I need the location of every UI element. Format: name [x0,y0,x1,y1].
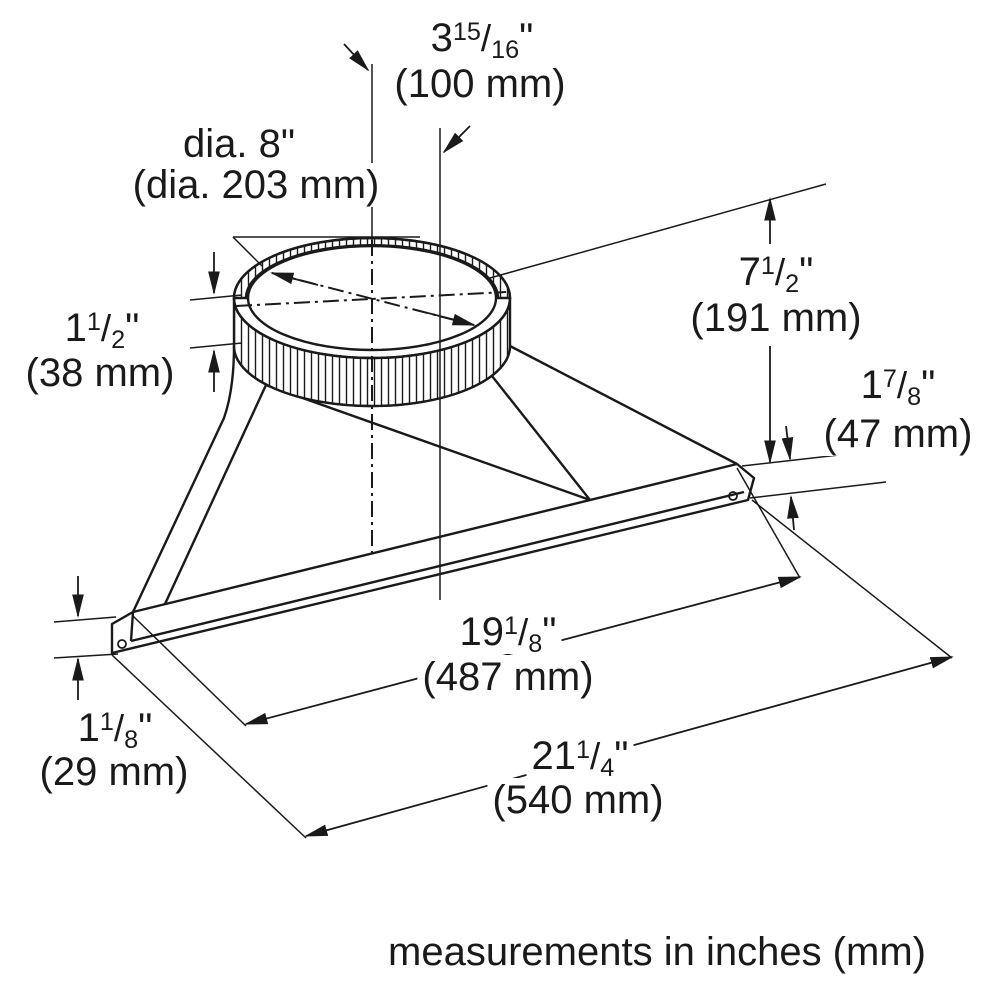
dim-whole: 1 [860,363,883,407]
base-plate-top-edge [132,462,738,614]
units-caption: measurements in inches (mm) [388,930,926,974]
dim-collar-offset-metric: (100 mm) [389,62,571,106]
fraction-separator: / [113,708,125,749]
unit-mark: " [921,363,936,407]
fraction-numerator: 1 [504,612,519,641]
center-axis-horizontal [235,291,507,307]
dim-collar-offset-inch: 315/16" [425,16,539,63]
fraction-separator: / [590,736,601,777]
dim-collar-diameter-metric: (dia. 203 mm) [127,163,385,207]
dim-flange-lip-metric: (47 mm) [818,412,978,456]
arrow-offset-right [442,125,471,154]
dim-whole: 1 [64,306,87,350]
mounting-hole-right [728,491,738,501]
dim-whole: 21 [531,734,577,778]
base-plate-left-face-edge [129,611,135,642]
dim-inner-length-metric: (487 mm) [417,655,599,699]
tick-band-bottom [189,342,243,349]
fraction-numerator: 1 [576,736,591,765]
fraction-denominator: 2 [785,269,800,298]
arrow-diameter-upper [270,272,319,286]
fraction-denominator: 8 [907,382,922,411]
fraction-denominator: 2 [111,325,126,354]
fraction-denominator: 8 [124,725,139,754]
fraction-denominator: 4 [600,753,615,782]
fraction-separator: / [896,365,908,406]
fraction-denominator: 16 [491,35,520,64]
dim-collar-height-metric: (191 mm) [685,296,867,340]
arrow-diameter-lower [427,312,476,326]
ext-outer-right [751,499,953,659]
base-plate-front-edge [130,490,745,643]
dim-whole: 7 [738,250,761,294]
arrow-offset-left [343,43,370,72]
funnel-body-group [110,344,756,655]
dim-whole: 19 [459,610,505,654]
fold-line-left [163,384,268,605]
unit-mark: " [138,706,153,750]
dim-outer-length-inch: 211/4" [526,734,634,781]
dim-flange-lip-inch: 17/8" [855,363,941,410]
fraction-separator: / [518,612,529,653]
fraction-numerator: 1 [760,252,775,281]
dim-collar-height-inch: 71/2" [733,250,819,297]
unit-mark: " [799,250,814,294]
fraction-separator: / [480,18,492,59]
tick-band-top [189,294,243,301]
dim-inner-length-inch: 191/8" [454,610,562,657]
tick-flange-bottom [53,653,119,659]
tick-flange-top [53,616,117,623]
unit-mark: " [125,306,140,350]
arrow-lip-upper [781,425,794,461]
fraction-separator: / [774,252,786,293]
dim-flange-height-inch: 11/8" [72,706,158,753]
ext-flange-bottom-right [749,481,887,499]
dim-flange-height-metric: (29 mm) [34,750,194,794]
ext-outer-left [111,654,307,839]
dim-band-height-metric: (38 mm) [20,351,180,395]
dim-outer-length-metric: (540 mm) [487,778,669,822]
leader-diameter-link [232,236,263,267]
unit-mark: " [519,16,534,60]
unit-mark: " [542,610,557,654]
fold-line-front-left [265,383,591,502]
dim-whole: 3 [430,16,453,60]
dim-collar-diameter-inch: dia. 8" [177,122,301,166]
fraction-numerator: 7 [882,365,897,394]
dim-whole: 1 [77,706,100,750]
arrow-lip-lower [787,495,799,531]
fraction-numerator: 1 [86,308,101,337]
mounting-hole-left [117,639,127,649]
fraction-denominator: 8 [528,629,543,658]
fraction-separator: / [100,308,112,349]
unit-mark: " [614,734,629,778]
fold-line-front-right [491,375,591,501]
fraction-numerator: 15 [452,18,481,47]
dim-band-height-inch: 11/2" [59,306,145,353]
ext-inner-left [132,615,247,727]
ext-inner-right [736,467,801,579]
fraction-numerator: 1 [99,708,114,737]
